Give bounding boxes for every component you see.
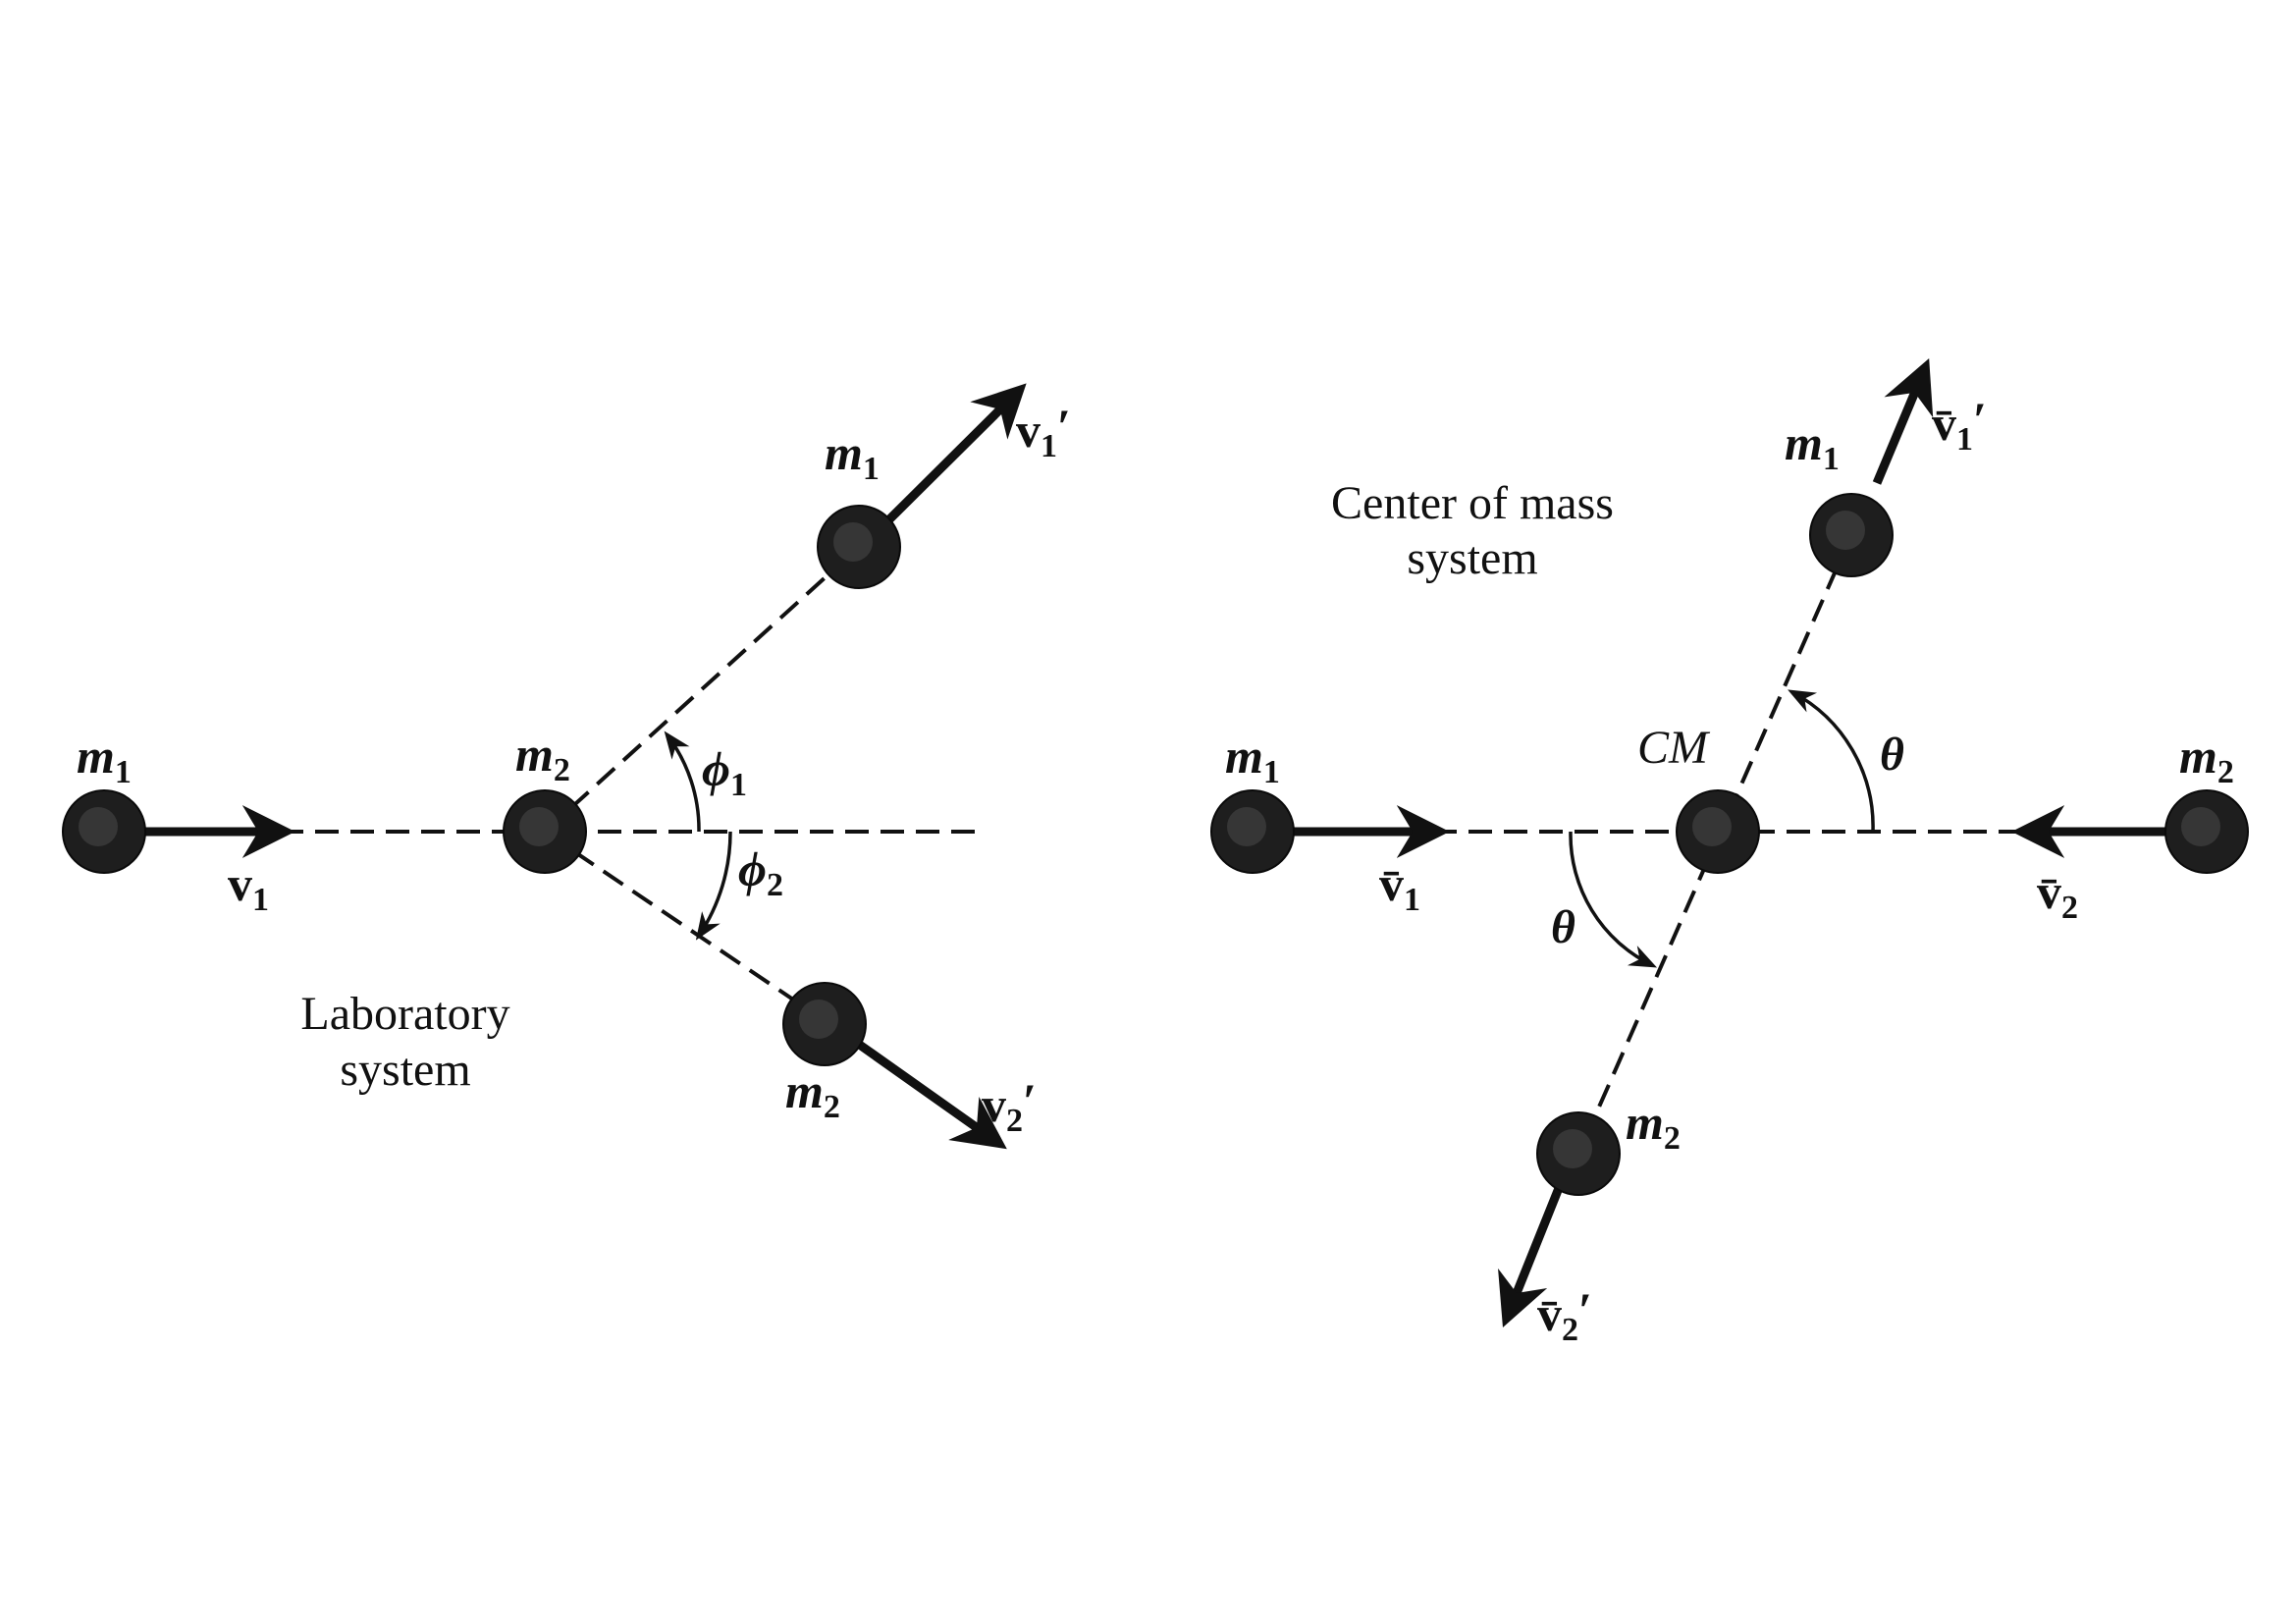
lab-v2-prime-arrow [851,1037,1007,1150]
lab-v1-label: v1 [228,856,269,918]
theta-lower-label: θ [1551,901,1575,953]
lab-v1-prime-label: v1′ [1016,399,1071,464]
cm-v1bar-prime-label: v̄1′ [1932,392,1987,458]
theta-lower-arc [1569,831,1658,968]
laboratory-system-panel: m1 m2 m1 m2 v1 v1′ v2′ ϕ1 ϕ2 Laboratory … [62,383,1071,1150]
lab-incoming-mass-ball [62,789,146,874]
lab-scattered-mass1-label: m1 [825,425,880,487]
cm-label: CM [1637,722,1711,774]
lab-scattered-path-2 [543,830,831,1026]
center-of-mass-system-panel: m1 m2 m1 m2 CM v̄1 v̄2 v̄1′ v̄2′ θ θ Cen… [1210,358,2249,1348]
lab-v1-prime-arrow [880,383,1027,529]
cm-lower-mass-ball [1536,1111,1621,1196]
cm-right-mass-ball [2164,789,2249,874]
lab-scattered-mass2-label: m2 [785,1063,840,1125]
lab-v2-prime-label: v2′ [982,1073,1037,1139]
cm-v2bar-prime-label: v̄2′ [1537,1282,1592,1348]
cm-left-mass-label: m1 [1225,729,1280,790]
phi1-arc [664,730,701,833]
lab-target-mass-ball [503,789,587,874]
phi2-arc [695,831,732,941]
lab-system-title-line2: system [340,1044,470,1096]
theta-upper-arc [1788,689,1875,833]
lab-target-mass-label: m2 [515,727,570,788]
cm-system-title-line2: system [1407,532,1537,584]
cm-v2bar-prime-arrow [1498,1186,1564,1328]
cm-upper-mass-ball [1809,493,1894,577]
cm-upper-mass-label: m1 [1785,415,1840,477]
phi1-label: ϕ1 [702,741,747,803]
cm-v2bar-label: v̄2 [2037,864,2078,926]
phi2-label: ϕ2 [738,841,783,903]
cm-v1bar-prime-arrow [1872,358,1934,485]
cm-lower-mass-label: m2 [1626,1095,1681,1157]
cm-v1bar-label: v̄1 [1379,856,1420,918]
lab-system-title-line1: Laboratory [300,988,509,1040]
cm-left-mass-ball [1210,789,1295,874]
lab-scattered-mass2-ball [782,982,867,1066]
cm-right-mass-label: m2 [2179,729,2234,790]
cm-center-ball [1676,789,1760,874]
theta-upper-label: θ [1880,729,1904,781]
lab-scattered-mass1-ball [817,505,901,589]
lab-incoming-mass-label: m1 [77,729,132,790]
cm-system-title-line1: Center of mass [1331,477,1614,529]
